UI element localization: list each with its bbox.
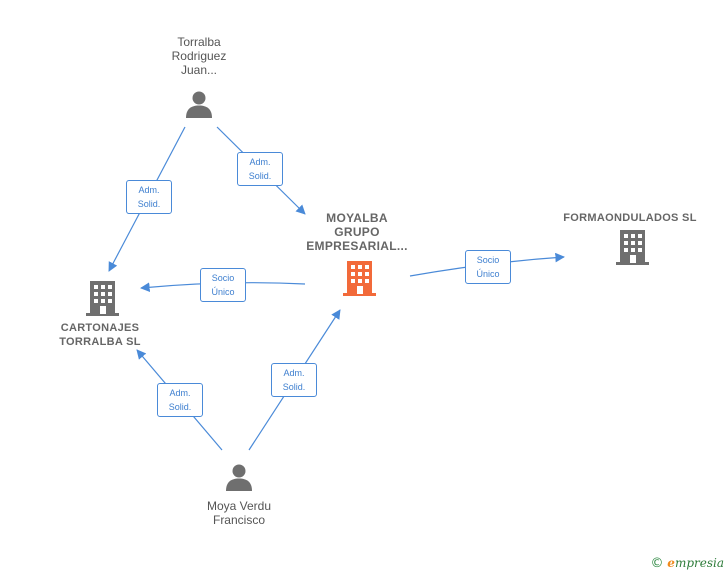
copyright-icon: ©	[650, 556, 664, 571]
building-icon[interactable]	[343, 261, 376, 296]
person-icon[interactable]	[185, 90, 213, 118]
person-icon[interactable]	[225, 463, 253, 491]
node-label-formaondulados[interactable]: FORMAONDULADOS SL	[563, 212, 697, 224]
empresia-logo: © empresia	[650, 556, 724, 571]
edge-label-e6: Adm. Solid.	[157, 383, 203, 417]
edge-label-e4: Socio Único	[465, 250, 511, 284]
building-icon[interactable]	[86, 281, 119, 316]
node-label-cartonajes[interactable]: CARTONAJES TORRALBA SL	[59, 322, 141, 348]
edge-label-e2: Adm. Solid.	[237, 152, 283, 186]
building-icon[interactable]	[616, 230, 649, 265]
edge-label-e3: Socio Único	[200, 268, 246, 302]
node-label-torralba[interactable]: Torralba Rodriguez Juan...	[171, 35, 227, 77]
edge-label-e1: Adm. Solid.	[126, 180, 172, 214]
edge-label-e5: Adm. Solid.	[271, 363, 317, 397]
node-label-moya[interactable]: Moya Verdu Francisco	[206, 499, 272, 527]
node-label-moyalba[interactable]: MOYALBA GRUPO EMPRESARIAL...	[306, 211, 408, 253]
